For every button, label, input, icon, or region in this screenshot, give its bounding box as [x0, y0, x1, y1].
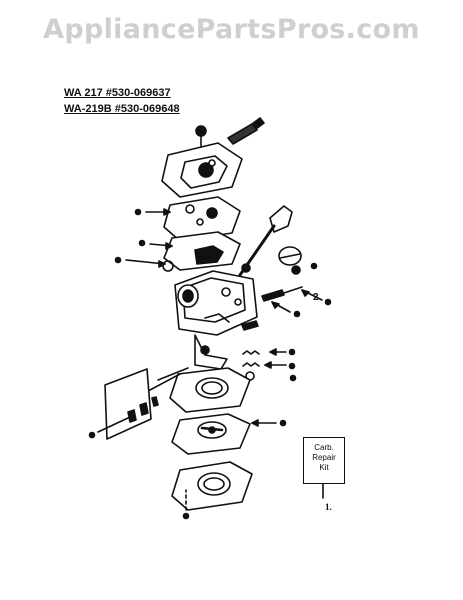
diaphragm	[163, 231, 241, 271]
model-label-1: WA 217 #530-069637	[64, 87, 171, 99]
pointer-arrow-5	[301, 289, 332, 306]
carburetor-body	[174, 270, 258, 370]
pointer-arrow-6	[251, 419, 287, 427]
model-label-2: WA-219B #530-069648	[64, 103, 180, 115]
kit-ref-number: 1.	[325, 502, 332, 512]
adjust-needle-2	[241, 320, 259, 331]
watermark: AppliancePartsPros.com	[43, 14, 420, 45]
small-washer-set	[291, 262, 318, 275]
pointer-arrow-2	[138, 239, 173, 250]
throttle-shaft	[229, 205, 293, 291]
bottom-cover	[171, 461, 253, 511]
pointer-arrow-1	[134, 208, 171, 216]
callout-part-2: 2	[313, 292, 319, 303]
kit-label-line-1: Carb.	[314, 443, 334, 452]
throttle-plate	[278, 246, 302, 266]
pointer-arrow-4	[271, 301, 301, 318]
small-spring	[242, 350, 260, 367]
cover-plate	[161, 142, 243, 198]
adjust-needle-1	[261, 286, 303, 302]
carb-repair-kit-box: Carb. Repair Kit	[303, 437, 345, 484]
left-dot	[88, 417, 129, 439]
metering-plate	[171, 413, 251, 455]
bottom-dot	[182, 489, 190, 520]
adjust-screw-top	[227, 117, 265, 145]
kit-label-line-3: Kit	[319, 463, 329, 472]
pointer-arrow-3	[114, 256, 174, 272]
lower-gasket	[169, 367, 251, 413]
kit-label-line-2: Repair	[312, 453, 336, 462]
gasket-1	[163, 196, 241, 242]
left-linkage	[104, 367, 189, 440]
